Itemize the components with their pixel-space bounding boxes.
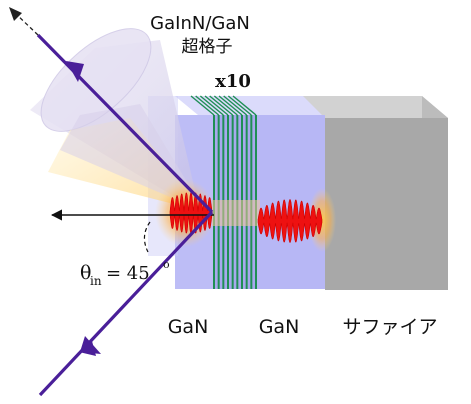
reflected-beam-dashed-tail: [13, 11, 39, 36]
superlattice-stripe-top: [213, 95, 238, 116]
angle-theta: θ: [80, 262, 91, 284]
superlattice-stripe-top: [204, 95, 229, 116]
layer-label-gan-mid: GaN: [259, 316, 300, 338]
superlattice-stripe-top: [223, 95, 248, 116]
superlattice-stripe-top: [218, 95, 243, 116]
superlattice-stripe-top: [227, 95, 252, 116]
superlattice-label: GaInN/GaN: [150, 13, 250, 34]
superlattice-stripe-top: [232, 95, 257, 116]
reflected-beam-tip: [9, 7, 22, 21]
standing-wave-right: [257, 199, 323, 243]
repeat-label: x10: [215, 71, 251, 92]
substrate-top-face: [303, 96, 448, 118]
glow-band: [212, 200, 260, 226]
emission-cone-rim: [40, 28, 152, 132]
superlattice-stripe-top: [199, 95, 224, 116]
reflected-beam-arrowhead: [66, 61, 84, 82]
angle-degree: o: [163, 258, 170, 271]
superlattice-jp-label: 超格子: [182, 37, 233, 57]
angle-value: = 45: [106, 263, 150, 284]
layer-label-substrate: サファイア: [342, 316, 437, 338]
incident-beam: [38, 210, 214, 397]
superlattice-stripe-top: [209, 95, 234, 116]
incident-beam-arrowhead-2: [80, 336, 101, 354]
standing-wave-left: [169, 192, 213, 234]
substrate-layer: [325, 118, 448, 290]
superlattice-stripe-top: [190, 95, 215, 116]
superlattice-stripe-top: [195, 95, 220, 116]
reflected-beam: [36, 33, 214, 214]
angle-arc: [143, 221, 151, 253]
angle-subscript: in: [90, 274, 102, 288]
layer-label-gan-left: GaN: [168, 316, 209, 338]
